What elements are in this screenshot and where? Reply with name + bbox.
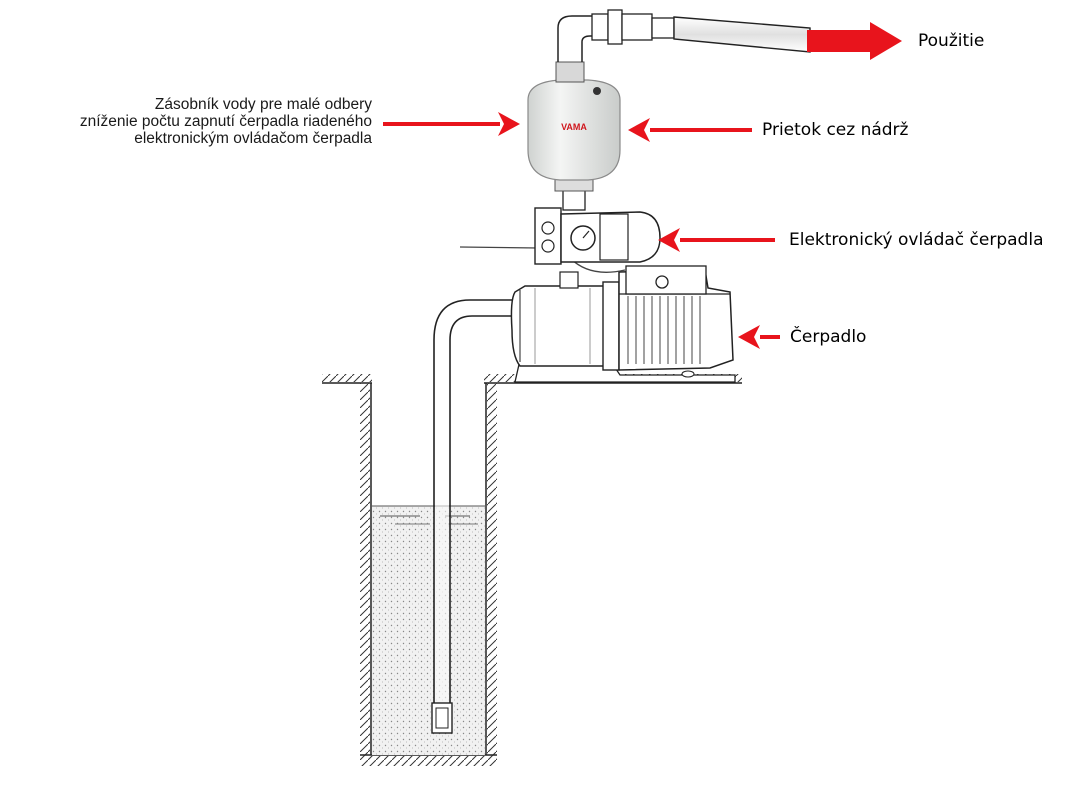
tank-brand-logo: VAMA [561,122,587,132]
controller-label: Elektronický ovládač čerpadla [789,230,1044,250]
tank-description-line: zníženie počtu zapnutí čerpadla riadenéh… [79,113,372,130]
well-water [372,506,485,755]
foot-valve [431,702,453,734]
flow-arrow [628,118,752,142]
ground-well [322,374,742,766]
controller-arrow [658,228,775,252]
expansion-tank: VAMA [527,61,621,192]
tank-description: Zásobník vody pre malé odbery zníženie p… [80,96,372,147]
usage-label: Použitie [918,31,985,51]
tank-description-line: elektronickým ovládačom čerpadla [134,130,372,147]
pump-body [510,265,736,383]
well-wall-left [360,383,370,756]
tank-left-arrow [383,112,520,136]
pump-label: Čerpadlo [790,327,867,347]
ground-left [322,374,372,382]
usage-arrow [807,22,902,60]
well-bottom [360,756,497,766]
well-wall-right [487,383,497,756]
pump-arrow [738,325,780,349]
suction-pipe [431,299,525,734]
outlet-pipe [557,9,811,62]
tank-description-line: Zásobník vody pre malé odbery [154,96,372,113]
flow-label: Prietok cez nádrž [762,120,909,140]
pump-controller [459,187,661,273]
